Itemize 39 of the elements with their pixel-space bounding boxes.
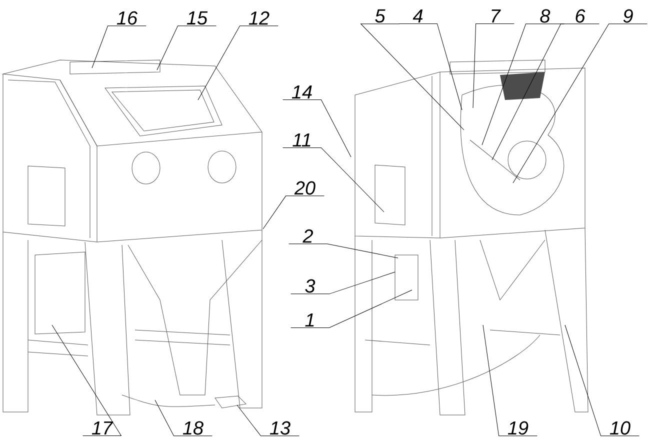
leader-line bbox=[288, 244, 398, 258]
leader-line bbox=[482, 324, 538, 436]
callout-number: 14 bbox=[292, 85, 312, 99]
leader-line bbox=[52, 324, 122, 436]
callout-number: 9 bbox=[623, 9, 633, 23]
callout-number: 10 bbox=[610, 421, 630, 435]
callout-number: 8 bbox=[540, 9, 550, 23]
callout-number: 16 bbox=[116, 11, 138, 25]
callout-number: 18 bbox=[182, 421, 204, 435]
leader-line bbox=[290, 272, 396, 294]
leader-line bbox=[282, 100, 352, 158]
leader-line bbox=[198, 26, 278, 100]
leader-line bbox=[472, 24, 514, 108]
callout-number: 4 bbox=[412, 9, 423, 23]
callout-number: 13 bbox=[270, 421, 290, 435]
callout-number: 2 bbox=[302, 229, 313, 243]
callout-number: 19 bbox=[508, 421, 528, 435]
leader-line bbox=[360, 24, 464, 130]
leader-line bbox=[154, 400, 212, 436]
callout-number: 7 bbox=[492, 9, 501, 23]
callout-number: 3 bbox=[305, 279, 316, 293]
leader-line bbox=[282, 148, 384, 212]
leader-line bbox=[236, 404, 300, 436]
callout-number: 11 bbox=[292, 133, 310, 147]
leader-line bbox=[564, 324, 640, 436]
callout-number: 15 bbox=[186, 11, 208, 25]
leader-line bbox=[512, 24, 648, 184]
leader-line bbox=[156, 26, 216, 70]
leader-line bbox=[398, 24, 462, 110]
leader-line bbox=[262, 196, 324, 230]
leader-line bbox=[492, 24, 600, 160]
callout-number: 5 bbox=[375, 9, 386, 23]
callout-number: 20 bbox=[294, 181, 316, 195]
leader-line bbox=[290, 290, 412, 328]
callout-number: 6 bbox=[576, 9, 586, 23]
callout-number: 17 bbox=[92, 421, 114, 435]
leader-line bbox=[92, 26, 146, 68]
callout-number: 1 bbox=[305, 313, 314, 327]
callout-number: 12 bbox=[248, 11, 270, 25]
